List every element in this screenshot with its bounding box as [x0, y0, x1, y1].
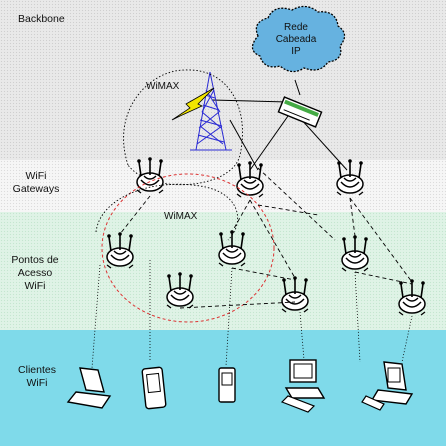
wifi-gateways-label-line1: WiFi: [25, 170, 47, 182]
access-point-3: [341, 234, 369, 272]
wifi-gateway-center: [236, 160, 264, 198]
wimax-tower-label: WiMAX: [146, 81, 180, 92]
access-points-label-line3: WiFi: [24, 280, 46, 292]
access-points-band: [0, 212, 446, 330]
access-points-label-line1: Pontos de: [11, 254, 59, 266]
backbone-links: [211, 79, 348, 171]
wimax-tower-icon: [190, 71, 232, 151]
client-links: [91, 260, 413, 369]
desktop-computer-icon: [280, 359, 326, 413]
gateway-left-coverage: [95, 183, 238, 241]
wifi-gateways-label-line2: Gateways: [12, 183, 60, 195]
pda-icon: [141, 366, 167, 410]
backbone-router: [277, 96, 323, 128]
desktop-computer-icon-2: [361, 361, 414, 411]
clients-label-line2: WiFi: [26, 377, 48, 389]
cloud-label: Rede Cabeada IP: [266, 22, 326, 58]
wifi-gateways-label: WiFi Gateways: [12, 170, 60, 196]
cloud-label-line3: IP: [291, 46, 301, 57]
ip-network-cloud: [251, 5, 346, 73]
access-point-5: [281, 275, 309, 313]
access-point-2: [218, 229, 246, 267]
wimax-cell-label: WiMAX: [164, 211, 198, 222]
clients-label: Clientes WiFi: [12, 364, 62, 390]
phone-icon: [218, 367, 236, 403]
access-point-1: [106, 231, 134, 269]
wimax-cell: [101, 173, 275, 323]
backbone-band: [0, 0, 446, 160]
wimax-coverage-backbone: [123, 69, 243, 186]
radio-links: [119, 167, 413, 309]
laptop-icon: [66, 367, 112, 409]
access-points-label: Pontos de Acesso WiFi: [6, 254, 64, 293]
clients-label-line1: Clientes: [18, 364, 56, 376]
access-point-4: [166, 271, 194, 309]
cloud-label-line2: Cabeada: [275, 34, 317, 45]
wifi-gateway-right: [336, 158, 364, 196]
access-points-label-line2: Acesso: [17, 267, 53, 279]
cloud-label-line1: Rede: [284, 22, 308, 33]
gateways-band: [0, 160, 446, 212]
access-point-6: [398, 278, 426, 316]
backbone-label: Backbone: [18, 13, 65, 25]
lightning-icon: [171, 87, 215, 121]
